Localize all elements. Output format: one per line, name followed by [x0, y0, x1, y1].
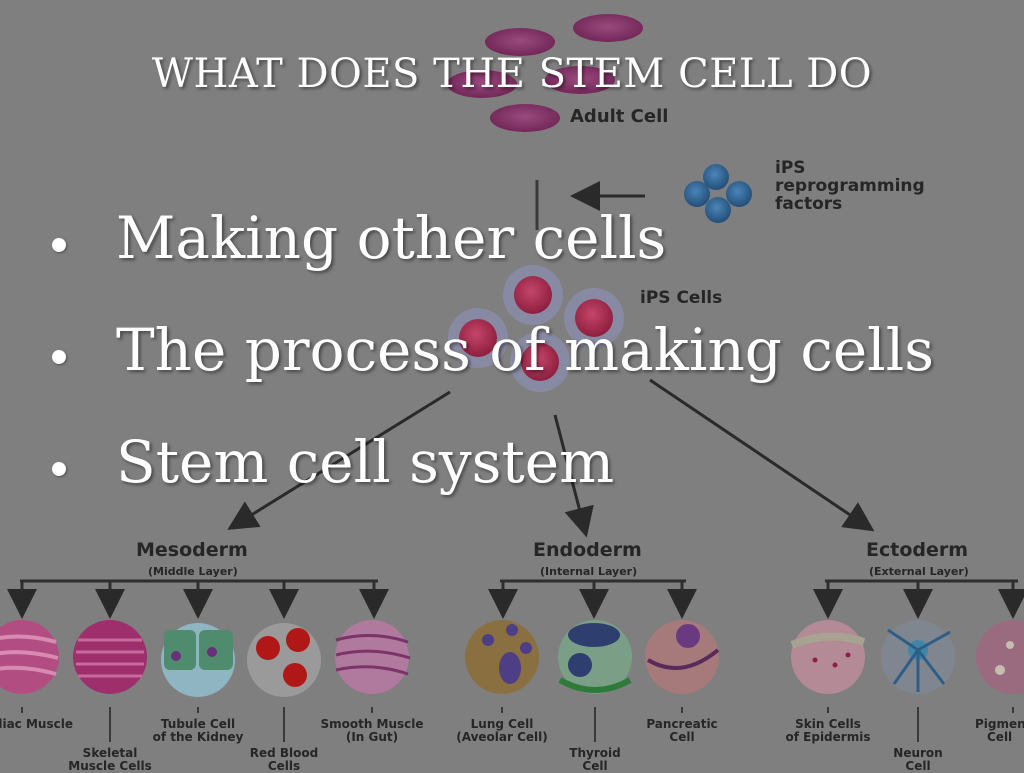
cell-label-pancreatic: Pancreatic Cell	[622, 718, 742, 743]
smooth-muscle-cell-icon	[335, 620, 411, 694]
bullet-text: Making other cells	[116, 204, 667, 272]
mesoderm-bracket	[7, 579, 389, 619]
cell-label-kidney-tubule: Tubule Cell of the Kidney	[138, 718, 258, 743]
adult-cells-icon	[447, 14, 643, 132]
endoderm-bracket	[488, 579, 697, 619]
ectoderm-bracket	[813, 579, 1024, 619]
cell-label-cardiac-muscle: Cardiac Muscle	[0, 718, 80, 731]
cell-label-skeletal-muscle: Skeletal Muscle Cells	[50, 747, 170, 772]
bullet-dot-icon	[52, 462, 66, 476]
ectoderm-title: Ectoderm	[866, 539, 969, 561]
kidney-tubule-cell-icon	[161, 623, 235, 697]
endoderm-title: Endoderm	[533, 539, 642, 561]
skin-cell-icon	[790, 620, 866, 694]
adult-cell-label: Adult Cell	[570, 106, 669, 127]
mesoderm-subtitle: (Middle Layer)	[148, 565, 238, 578]
cell-label-line: Cardiac Muscle	[0, 717, 73, 731]
ectoderm-subtitle: (External Layer)	[869, 565, 969, 578]
cell-label-line: Thyroid	[569, 746, 621, 760]
cell-label-line: Cells	[267, 758, 301, 773]
cell-label-line: of the Kidney	[152, 729, 244, 744]
cell-label-line: Pancreatic	[646, 717, 718, 731]
thyroid-cell-icon	[558, 620, 632, 694]
bullet-dot-icon	[52, 238, 66, 252]
cell-label-line: Cell	[582, 758, 608, 773]
red-blood-cells-icon	[247, 623, 321, 697]
cell-label-line: Neuron	[893, 746, 943, 760]
neuron-cell-icon	[881, 620, 955, 694]
pancreatic-cell-icon	[645, 620, 720, 694]
reprogramming-line-3: factors	[775, 193, 843, 214]
cell-label-line: (In Gut)	[345, 729, 399, 744]
cell-label-line: Cell	[905, 758, 931, 773]
skeletal-muscle-cell-icon	[73, 620, 147, 694]
slide-title: WHAT DOES THE STEM CELL DO	[151, 51, 873, 97]
cell-label-pigment: Pigment Cell	[975, 718, 1024, 743]
cell-label-thyroid: Thyroid Cell	[535, 747, 655, 772]
cell-label-line: Tubule Cell	[160, 717, 236, 731]
mesoderm-title: Mesoderm	[136, 539, 248, 561]
bullet-text: Stem cell system	[116, 428, 615, 496]
reprogramming-factors-label: iPS reprogramming factors	[775, 158, 925, 214]
cell-label-line: Lung Cell	[470, 717, 534, 731]
cell-label-red-blood: Red Blood Cells	[224, 747, 344, 772]
reprogramming-line-1: iPS	[775, 158, 806, 178]
pigment-cell-icon	[976, 620, 1024, 694]
cell-label-line: Smooth Muscle	[320, 717, 424, 731]
cell-label-line: of Epidermis	[785, 729, 871, 744]
cell-label-neuron: Neuron Cell	[858, 747, 978, 772]
arrow-to-mesoderm	[227, 390, 451, 530]
cell-label-line: Cell	[987, 729, 1013, 744]
ips-cells-icon	[448, 265, 624, 392]
cell-label-smooth-muscle: Smooth Muscle (In Gut)	[312, 718, 432, 743]
endoderm-subtitle: (Internal Layer)	[540, 565, 638, 578]
cell-label-lung: Lung Cell (Aveolar Cell)	[442, 718, 562, 743]
reprogramming-line-2: reprogramming	[775, 175, 925, 196]
bullet-text: The process of making cells	[116, 316, 935, 384]
ips-cells-label: iPS Cells	[640, 288, 723, 308]
cell-label-line: (Aveolar Cell)	[456, 729, 548, 744]
cell-label-line: Pigment	[975, 717, 1024, 731]
bullet-dot-icon	[52, 350, 66, 364]
reprogramming-factors-icon	[684, 164, 752, 223]
arrow-to-ectoderm	[649, 378, 875, 532]
arrow-to-endoderm	[553, 414, 594, 538]
cell-label-line: Cell	[669, 729, 695, 744]
cell-label-line: Skeletal	[82, 746, 138, 760]
cell-label-line: Skin Cells	[795, 717, 861, 731]
label-ticks	[21, 707, 1014, 742]
lung-cell-icon	[465, 620, 539, 694]
cell-label-skin: Skin Cells of Epidermis	[768, 718, 888, 743]
cardiac-muscle-cell-icon	[0, 620, 59, 694]
cell-label-line: Red Blood	[249, 746, 319, 760]
cell-label-line: Muscle Cells	[68, 758, 152, 773]
